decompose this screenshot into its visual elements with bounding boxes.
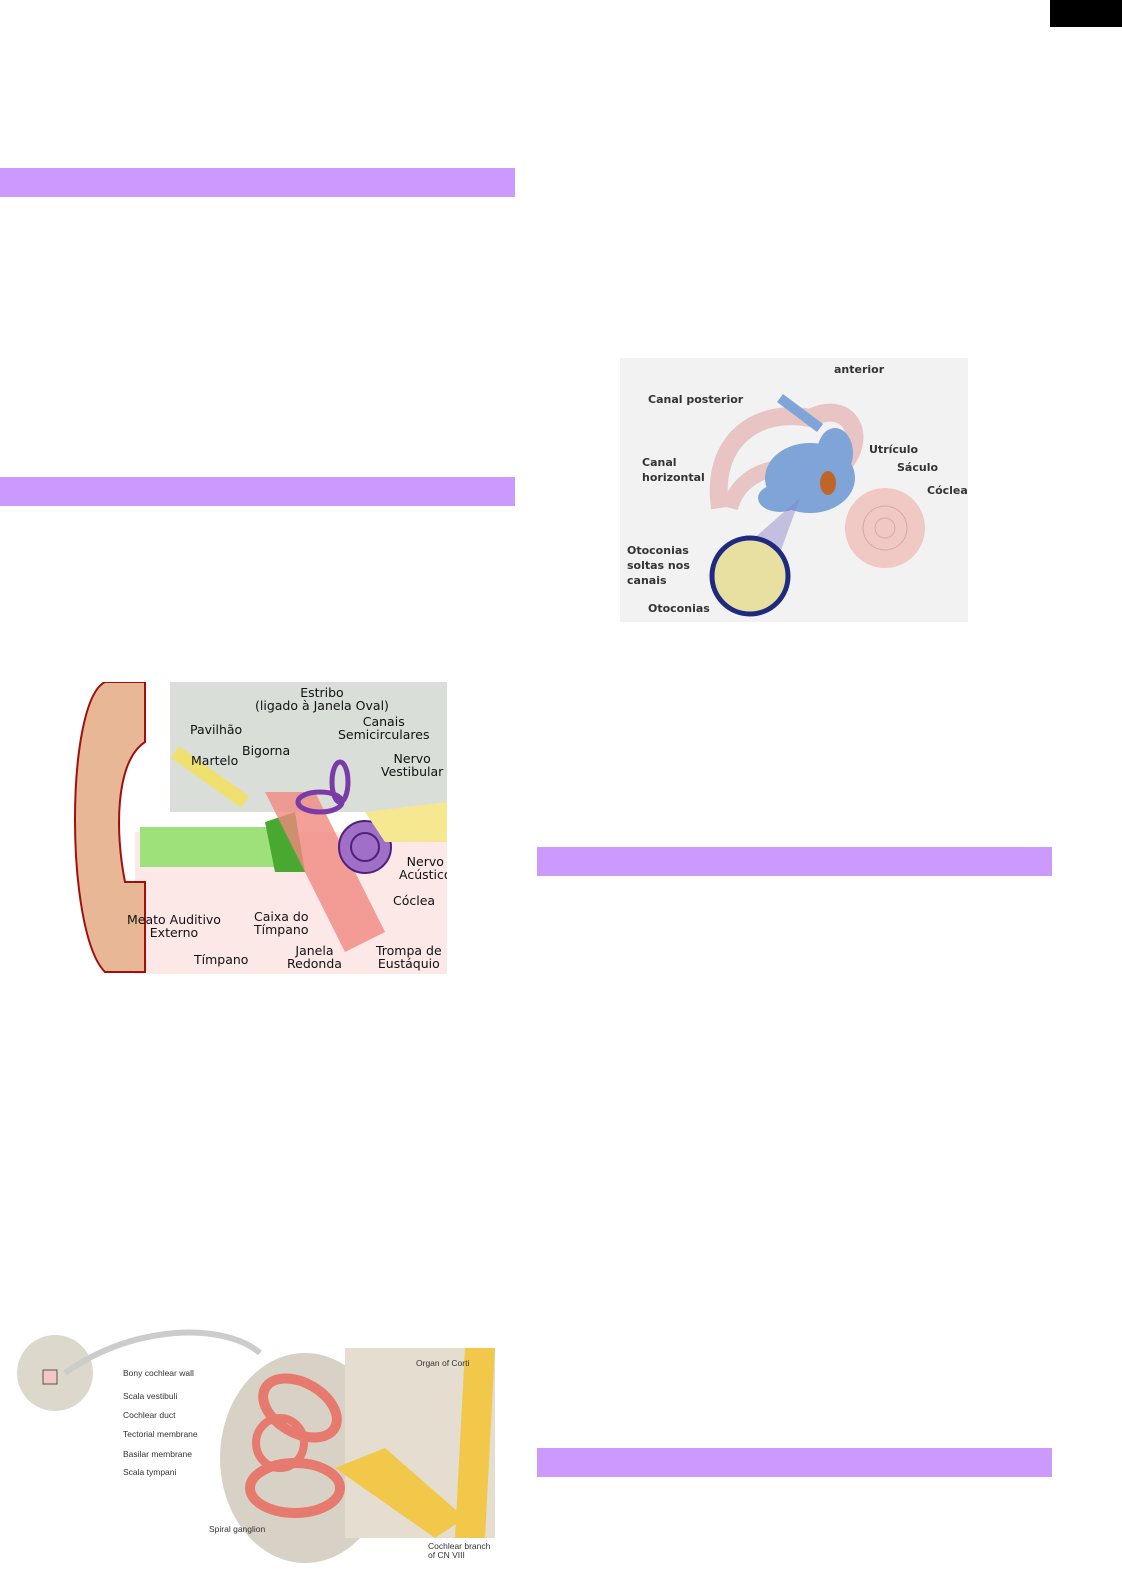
label-organ-of-corti: Organ of Corti: [416, 1358, 470, 1368]
label-otoconias-soltas: Otoconias soltas nos canais: [627, 544, 690, 587]
label-bigorna: Bigorna: [242, 743, 291, 758]
section-header-bar-2: [0, 477, 515, 506]
label-caixa-timpano: Caixa do Tímpano: [254, 909, 309, 938]
ear-illustration: [74, 682, 447, 974]
label-martelo: Martelo: [191, 753, 239, 768]
label-pavilhao: Pavilhão: [190, 722, 243, 737]
label-basilar-membrane: Basilar membrane: [123, 1449, 192, 1459]
vestibular-illustration: [709, 394, 925, 617]
label-meato-auditivo: Meato Auditivo Externo: [127, 912, 221, 941]
label-canal-horizontal: Canal horizontal: [642, 456, 705, 484]
cochlea-illustration: [17, 1329, 495, 1563]
label-scala-vestibuli: Scala vestibuli: [123, 1391, 178, 1401]
label-nervo-vestibular: Nervo Vestibular: [381, 751, 444, 780]
label-bony-cochlear-wall: Bony cochlear wall: [123, 1368, 194, 1378]
label-utriculo: Utrículo: [869, 443, 919, 456]
label-janela-redonda: Janela Redonda: [287, 943, 342, 972]
label-anterior: anterior: [834, 363, 885, 376]
label-tectorial-membrane: Tectorial membrane: [123, 1429, 198, 1439]
label-canais-semicirculares: Canais Semicirculares: [338, 714, 430, 743]
section-header-bar-4: [537, 1448, 1052, 1477]
label-spiral-ganglion: Spiral ganglion: [209, 1524, 266, 1534]
label-nervo-acustico: Nervo Acústico: [399, 854, 447, 883]
label-cochlear-branch: Cochlear branch of CN VIII: [428, 1541, 491, 1560]
label-trompa-eustaquio: Trompa de Eustáquio: [376, 943, 442, 972]
label-scala-tympani: Scala tympani: [123, 1467, 177, 1477]
section-header-bar-1: [0, 168, 515, 197]
label-coclea: Cóclea: [927, 484, 968, 497]
label-saculo: Sáculo: [897, 461, 939, 474]
label-timpano: Tímpano: [194, 952, 249, 967]
corner-block: [1050, 0, 1122, 27]
label-canal-posterior: Canal posterior: [648, 393, 744, 406]
vestibular-system-figure: anterior Canal posterior Canal horizonta…: [620, 358, 968, 622]
label-coclea: Cóclea: [393, 893, 436, 908]
cochlea-cross-section-figure: Bony cochlear wall Scala vestibuli Cochl…: [15, 1328, 502, 1565]
label-estribo: Estribo (ligado à Janela Oval): [255, 685, 389, 714]
section-header-bar-3: [537, 847, 1052, 876]
ear-anatomy-figure: Estribo (ligado à Janela Oval) Pavilhão …: [65, 682, 447, 974]
label-otoconias: Otoconias: [648, 602, 710, 615]
label-cochlear-duct: Cochlear duct: [123, 1410, 176, 1420]
